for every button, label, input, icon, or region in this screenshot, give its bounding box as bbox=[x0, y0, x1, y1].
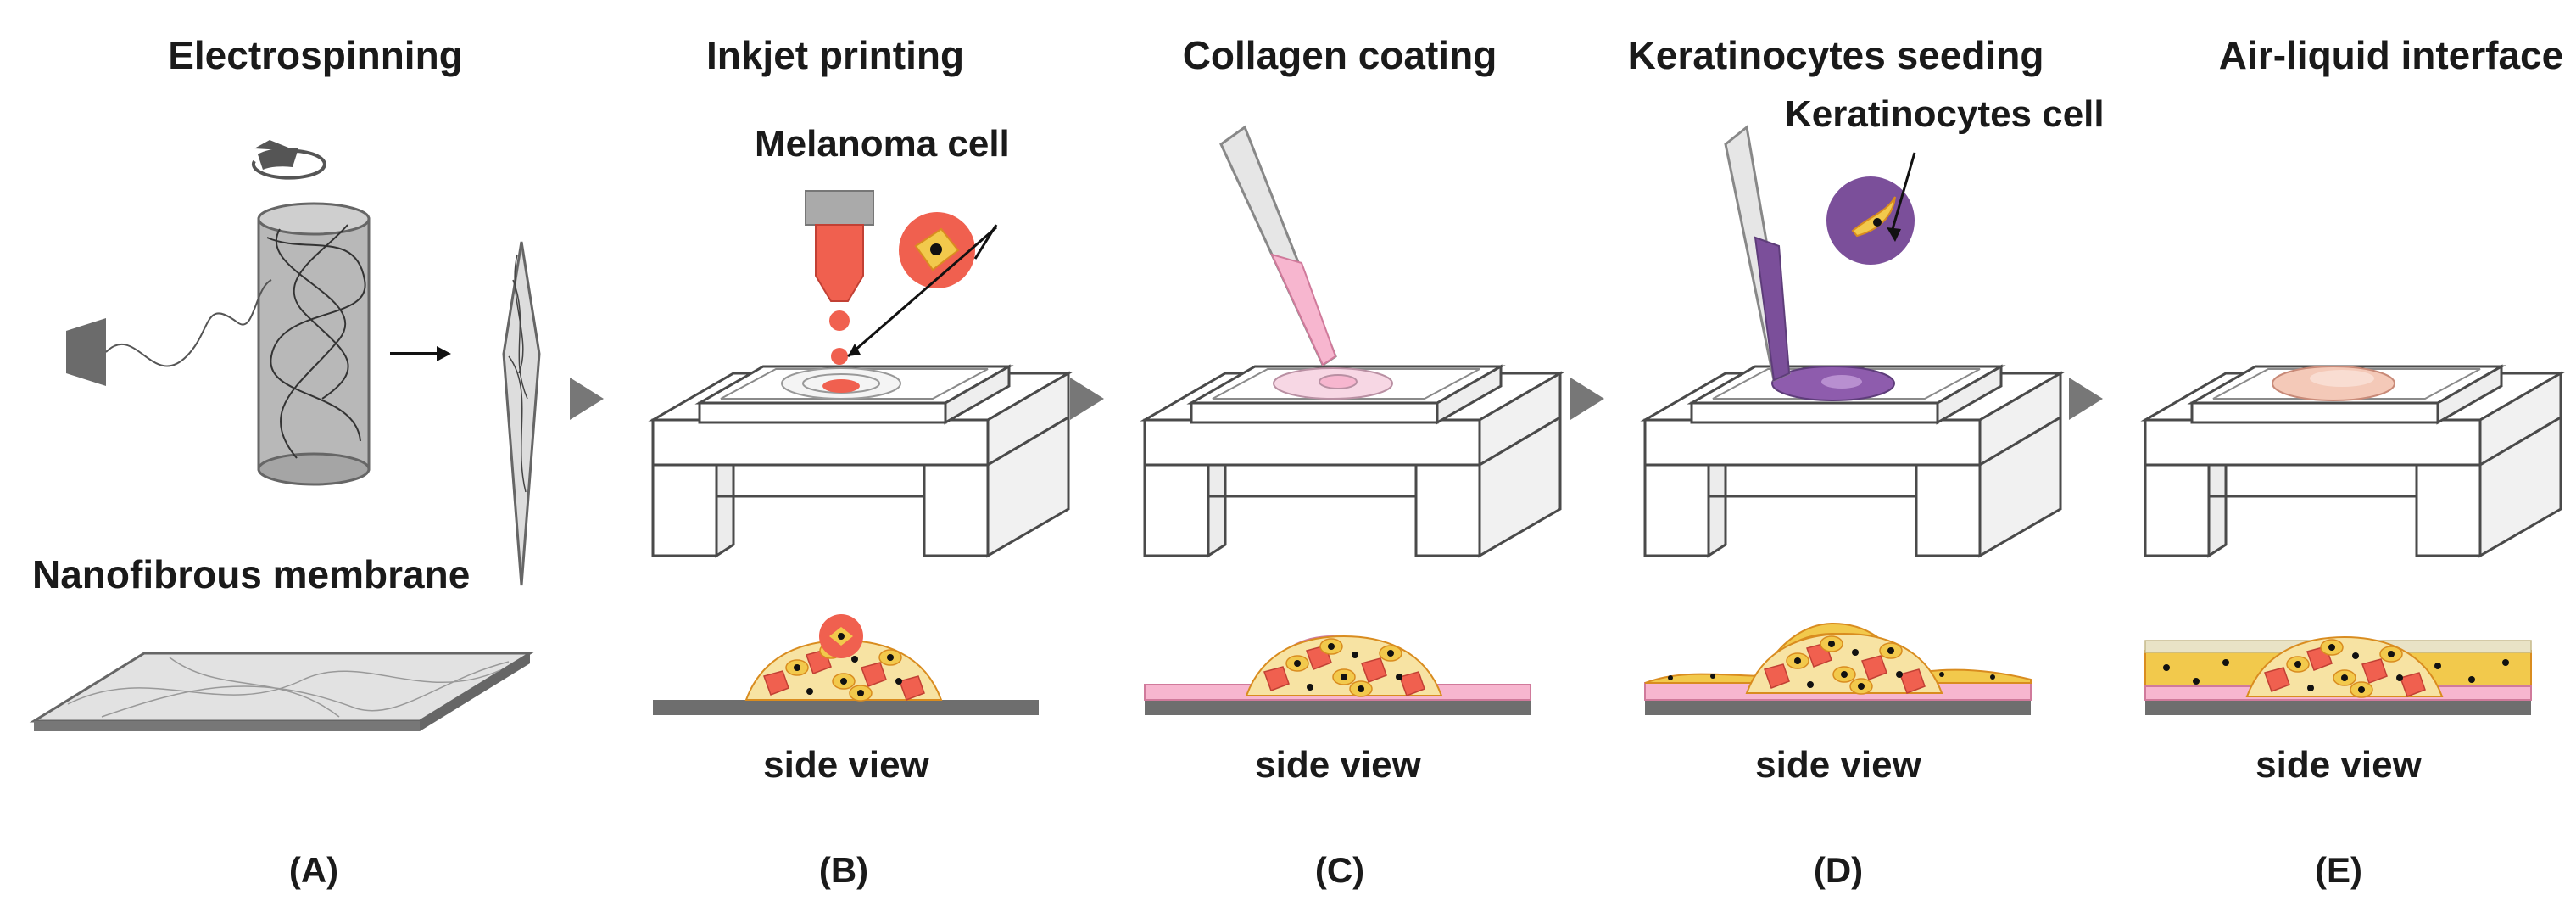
step-arrow-icon bbox=[2069, 378, 2103, 420]
panel-e-side-view-label: side view bbox=[2255, 744, 2422, 786]
nozzle-icon bbox=[805, 190, 874, 365]
panel-c-title: Collagen coating bbox=[1182, 33, 1497, 77]
panel-a-subtitle: Nanofibrous membrane bbox=[32, 552, 471, 596]
step-arrow-icon bbox=[1070, 378, 1104, 420]
panel-c-side-view-label: side view bbox=[1255, 744, 1421, 786]
keratinocytes-cell-callout: Keratinocytes cell bbox=[1785, 93, 2105, 135]
step-arrows bbox=[570, 378, 2103, 420]
step-arrow-icon bbox=[1570, 378, 1604, 420]
panel-e-title: Air-liquid interface bbox=[2218, 33, 2564, 77]
side-view-c bbox=[1144, 635, 1531, 715]
melanoma-cell-callout: Melanoma cell bbox=[755, 123, 1010, 165]
panel-c-letter: (C) bbox=[1314, 850, 1365, 890]
panel-b-title: Inkjet printing bbox=[705, 33, 965, 77]
step-arrow-icon bbox=[570, 378, 604, 420]
panel-e-art bbox=[2144, 365, 2562, 557]
panel-b-letter: (B) bbox=[818, 850, 869, 890]
panel-a-letter: (A) bbox=[288, 850, 339, 890]
rotation-arrow-icon bbox=[251, 149, 326, 180]
panel-d-letter: (D) bbox=[1813, 850, 1864, 890]
panel-b-art bbox=[651, 365, 1070, 557]
panel-d-art bbox=[1643, 365, 2062, 557]
side-view-b bbox=[653, 614, 1039, 715]
panel-a-title: Electrospinning bbox=[168, 33, 463, 77]
panel-b-side-view-label: side view bbox=[763, 744, 929, 786]
panel-d-side-view-label: side view bbox=[1755, 744, 1921, 786]
panel-e-letter: (E) bbox=[2315, 850, 2362, 890]
panel-c-art bbox=[1143, 365, 1562, 557]
side-view-e bbox=[2144, 637, 2532, 715]
panel-a-art bbox=[29, 140, 541, 731]
pipette-icon bbox=[1724, 125, 1791, 383]
side-view-d bbox=[1644, 622, 2032, 715]
pipette-icon bbox=[1219, 125, 1337, 367]
panel-d-title: Keratinocytes seeding bbox=[1627, 33, 2044, 77]
